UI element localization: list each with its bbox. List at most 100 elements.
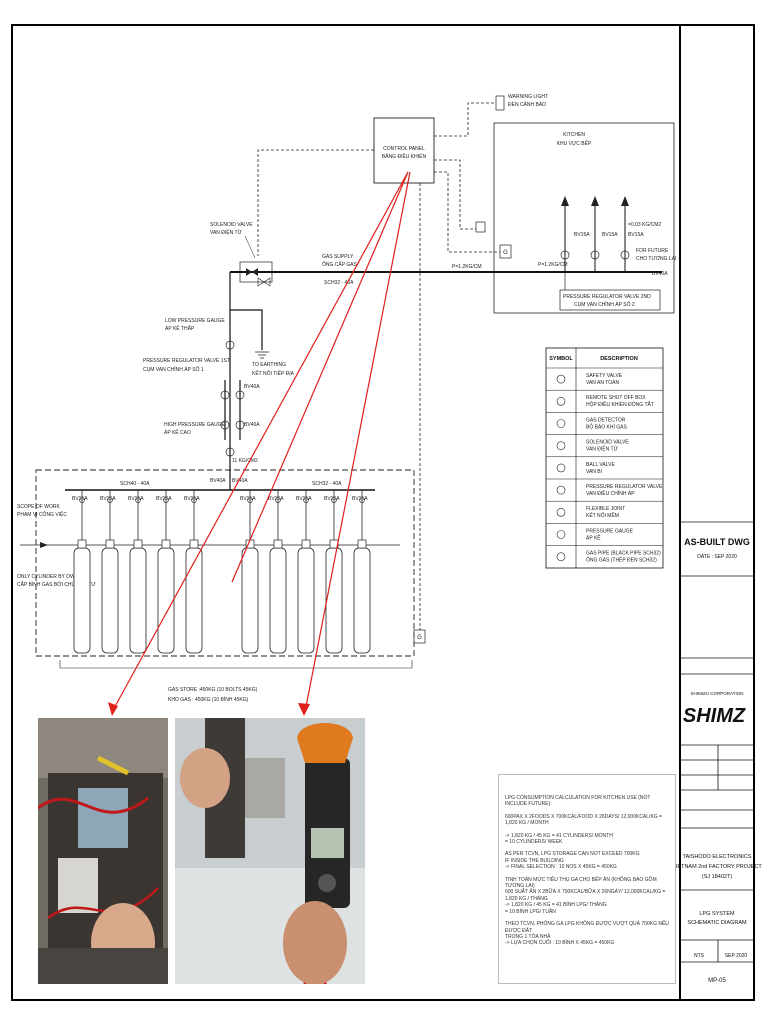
kitchen-box — [493, 122, 675, 314]
regulator-1st-label-vn: CỤM VAN CHỈNH ÁP SỐ 1 — [143, 366, 204, 373]
remote-shut-off-box-icon — [475, 221, 486, 233]
svg-text:G: G — [417, 635, 422, 641]
cylinder-bv15a-label: BV15A — [156, 496, 172, 502]
legend-desc-en: GAS PIPE (BLACK PIPE SCH32) — [586, 551, 661, 557]
kitchen-bv15a-1: BV15A — [574, 232, 590, 238]
kitchen-arrows — [561, 196, 629, 206]
kitchen-label-vn: KHU VỰC BẾP — [557, 140, 592, 147]
low-gauge-label-vn: ÁP KẾ THẤP — [165, 325, 195, 332]
cylinder-bv15a-label: BV15A — [100, 496, 116, 502]
legend-desc-vn: BỘ BÁO KHÍ GAS — [586, 423, 628, 430]
legend-desc-header: DESCRIPTION — [600, 356, 638, 362]
legend-desc-vn: VAN ĐIỆN TỪ — [586, 445, 619, 453]
gas-cylinder: BV15A — [240, 490, 259, 654]
high-pressure-gauge-icon — [225, 447, 235, 457]
high-gauge-label: HIGH PRESSURE GAUGE — [164, 422, 226, 428]
legend-desc-vn: VAN BI — [586, 469, 602, 475]
scale-value: NTS — [694, 953, 705, 959]
gas-store-label: GAS STORE :450KG (10 BOLTS 45KG) — [168, 687, 258, 693]
photo-meter-measurement — [175, 718, 365, 984]
calc-p5: THEO TCVN, PHÒNG GA LPG KHÔNG ĐƯỢC VƯỢT … — [505, 921, 669, 947]
gas-detector-icon — [499, 244, 512, 259]
header-bv40a-2: BV40A — [232, 478, 248, 484]
high-gauge-label-vn: ÁP KẾ CAO — [164, 429, 191, 436]
solenoid-valve-group — [239, 261, 273, 283]
legend-desc-en: FLEXIBLE JOINT — [586, 506, 625, 512]
solenoid-valve-icon — [246, 268, 258, 276]
kitchen-valves — [560, 250, 630, 260]
low-gauge-label: LOW PRESSURE GAUGE — [165, 318, 225, 324]
project-line-2: VIETNAM 2nd FACTORY PROJECT — [672, 864, 762, 870]
solenoid-valve-label: SOLENOID VALVE — [210, 222, 253, 228]
cylinder-bv15a-label: BV15A — [240, 496, 256, 502]
legend-symbol-icon — [556, 485, 566, 495]
legend-desc-en: PRESSURE REGULATOR VALVE — [586, 484, 663, 490]
calc-p4: TÍNH TOÁN MỨC TIÊU THỤ GA CHO BẾP ĂN (KH… — [505, 876, 666, 915]
riser-bv40a-1: BV40A — [244, 384, 260, 390]
cylinder-bv15a-label: BV15A — [296, 496, 312, 502]
calc-p3: AS PER TCVN, LPG STORAGE CAN NOT EXCEED … — [505, 851, 640, 871]
gas-cylinder: BV15A — [156, 490, 175, 654]
earthing-label: TO EARTHING — [252, 362, 286, 368]
sch40-label: SCH40 - 40A — [120, 481, 150, 487]
scope-label-vn: PHẠM VI CÔNG VIỆC — [17, 510, 67, 518]
warning-light-label-vn: ĐÈN CẢNH BÁO — [508, 101, 546, 108]
control-panel-box — [373, 117, 435, 184]
legend-desc-vn: VAN ĐIỀU CHỈNH ÁP — [586, 490, 635, 497]
sch32-label: SCH32 - 40A — [324, 280, 354, 286]
shimz-logo: SHIMZ — [683, 705, 746, 727]
regulator-2nd-label: PRESSURE REGULATOR VALVE 2ND — [563, 294, 651, 300]
future-bv40a-label: BV40A — [652, 271, 668, 277]
drawing-title-1: LPG SYSTEM — [699, 911, 735, 917]
title-block-grid — [680, 521, 754, 963]
legend-symbol-icon — [556, 507, 566, 517]
kitchen-bv15a-3: BV15A — [628, 232, 644, 238]
annotation-arrows — [111, 171, 411, 713]
earthing-label-vn: KẾT NỐI TIẾP ĐỊA — [252, 370, 295, 377]
cylinder-bv15a-label: BV15A — [128, 496, 144, 502]
sheet-border — [11, 24, 755, 1001]
scope-label: SCOPE OF WORK — [17, 504, 60, 510]
sch32b-label: SCH32 - 40A — [312, 481, 342, 487]
cylinder-bv15a-label: BV15A — [72, 496, 88, 502]
pressure-kitchen-label: =0.03 KG/CM2 — [628, 222, 661, 228]
for-future-label-vn: CHO TƯƠNG LAI — [636, 256, 676, 262]
gas-cylinder: BV15A — [268, 490, 287, 654]
drawing-title-2: SCHEMATIC DIAGRAM — [687, 920, 747, 926]
legend-desc-vn: VAN AN TOÀN — [586, 379, 619, 386]
gas-cylinder: BV15A — [100, 490, 119, 654]
kitchen-bv15a-2: BV15A — [602, 232, 618, 238]
pressure-low-label: P=1.2KG/CM — [452, 264, 482, 270]
as-built-label: AS-BUILT DWG — [684, 537, 750, 547]
legend-desc-vn: ÁP KẾ — [586, 534, 601, 541]
calc-p1: 600PAX X 2FOODS X 700KCAL/FOOD X 26DAYS/… — [505, 813, 662, 827]
earthing-icon — [255, 351, 269, 359]
gas-supply-label-vn: ỐNG CẤP GAS — [322, 261, 358, 268]
cylinder-bv15a-label: BV15A — [352, 496, 368, 502]
legend-desc-vn: HỘP ĐIỀU KHIỂN ĐÓNG TẮT — [586, 400, 654, 408]
cylinder-group: BV15A BV15A BV15A BV15A BV15A BV15A BV15A BV15A… — [72, 490, 371, 654]
gas-cylinder: BV15A — [324, 490, 343, 654]
gas-cylinder: BV15A — [296, 490, 315, 654]
legend-symbol-icon — [556, 374, 566, 384]
legend-symbol-icon — [556, 530, 566, 539]
arrow-head-1 — [108, 702, 118, 716]
legend-desc-en: SOLENOID VALVE — [586, 440, 629, 446]
legend-desc-en: PRESSURE GAUGE — [586, 528, 634, 534]
low-pressure-gauge-icon — [225, 340, 235, 350]
control-panel-label: CONTROL PANEL — [383, 146, 425, 152]
legend-symbol-icon — [556, 463, 566, 473]
legend-desc-vn: ỐNG GAS (THÉP ĐEN SCH32) — [586, 557, 657, 564]
gas-cylinder: BV15A — [72, 490, 91, 654]
for-future-label: FOR FUTURE — [636, 248, 669, 254]
cylinder-bv15a-label: BV15A — [268, 496, 284, 502]
svg-text:G: G — [503, 250, 508, 256]
